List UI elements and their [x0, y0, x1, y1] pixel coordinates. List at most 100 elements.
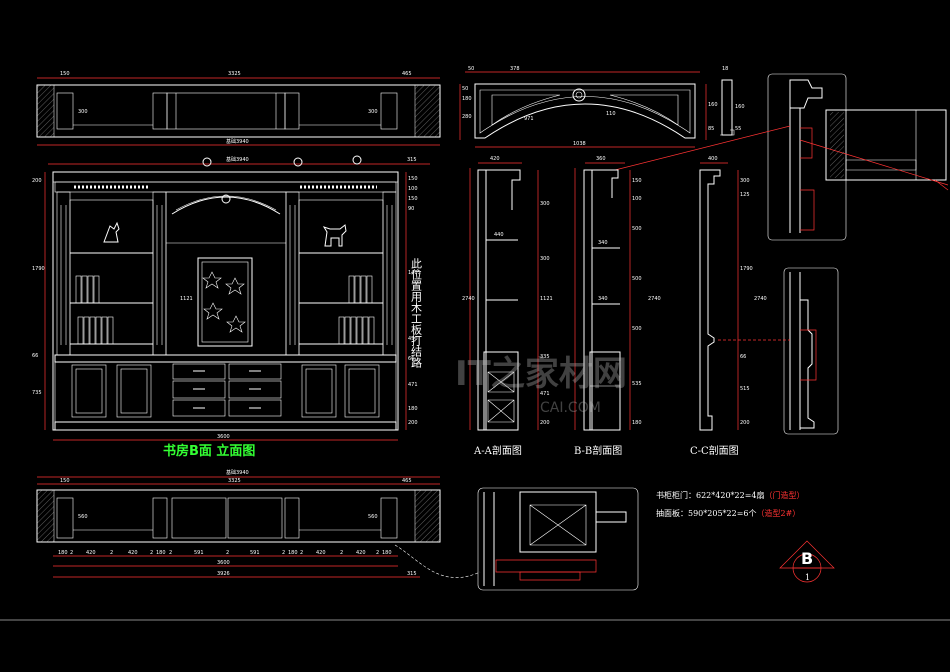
- elevation-vertical-note: 此位置用木工板打结路: [410, 258, 423, 369]
- elevation-base-label: 基础3940: [226, 156, 249, 163]
- drawer-5: [228, 380, 282, 399]
- marker-number: 1: [805, 573, 810, 582]
- section-cc-title: C-C剖面图: [690, 444, 739, 457]
- note-line-2: 抽面板：590*205*22=6个（造型2#）: [656, 508, 800, 518]
- base-section-detail: [477, 487, 639, 591]
- arch-dim-bottom: 1038: [573, 141, 586, 147]
- bottom-plan-dim-3: 465: [402, 478, 412, 484]
- horse-statue-left: [103, 221, 120, 243]
- section-bb-dim-7: 180: [632, 420, 642, 426]
- drawer-4: [228, 363, 282, 380]
- top-plan-side-2: 300: [368, 109, 378, 115]
- bottom-plan-base-label: 基础3940: [226, 469, 249, 476]
- bottom-row-dim-10: 2: [226, 550, 229, 556]
- section-cc-dim-2: 125: [740, 192, 750, 198]
- bottom-row-dim-18: 2: [376, 550, 379, 556]
- elevation-marker: B 1: [779, 540, 835, 583]
- bottom-plan-width-total: 3600: [217, 560, 230, 566]
- top-plan-base-label: 基础3940: [226, 138, 249, 145]
- bottom-row-dim-4: 2: [110, 550, 113, 556]
- door-left-2: [116, 364, 152, 418]
- bottom-row-dim-12: 2: [282, 550, 285, 556]
- cabinet-plinth: [54, 421, 397, 431]
- elevation-left-dim-4: 735: [32, 390, 42, 396]
- elevation-right-dim-5: 1405: [408, 270, 421, 276]
- crown-molding-detail: [767, 73, 949, 241]
- section-aa-dim-3: 300: [540, 256, 550, 262]
- door-right-2: [344, 364, 380, 418]
- corner-dim-bottom: 55: [735, 126, 741, 132]
- section-cc: 400 300 125 1790 66 515 200 2740 C-C剖面图: [690, 156, 767, 457]
- section-aa-dim-4: 1121: [540, 296, 553, 302]
- watermark-sub: CAI.COM: [540, 400, 601, 416]
- bottom-row-dim-3: 420: [86, 550, 96, 556]
- arch-dim-left-2: 180: [462, 96, 472, 102]
- wall-hatch-right: [414, 84, 441, 138]
- elevation-right-dim-4: 90: [408, 206, 414, 212]
- base-molding-detail: [783, 267, 839, 435]
- note-line-1-main: 书柜柜门：622*420*22=4扇: [656, 490, 765, 500]
- bottom-plan-dim-1: 150: [60, 478, 70, 484]
- section-bb-dim-3: 500: [632, 226, 642, 232]
- elevation-left-dim-3: 66: [32, 353, 38, 359]
- elevation-inner-dim: 1121: [180, 296, 193, 302]
- section-cc-dim-3: 1790: [740, 266, 753, 272]
- watermark-main: IT之家材网: [455, 354, 627, 394]
- note-line-2-tag: （造型2#）: [757, 508, 801, 518]
- right-bookshelf: [298, 199, 384, 356]
- elevation-right-dim-3: 150: [408, 196, 418, 202]
- horse-statue-right: [322, 224, 347, 247]
- note-line-1-tag: （门造型）: [765, 490, 805, 500]
- section-bb-top-dim: 360: [596, 156, 606, 162]
- top-plan-side-1: 300: [78, 109, 88, 115]
- section-aa: 420 2740 440 300 300 1121 335 471 200 A-…: [462, 156, 553, 457]
- bottom-row-dim-6: 2: [150, 550, 153, 556]
- elevation-right-dim-7: 66: [408, 356, 414, 362]
- corner-dim-mid: 160: [735, 104, 745, 110]
- main-elevation: 基础3940 315: [32, 155, 430, 459]
- arch-dim-left-1: 50: [462, 86, 468, 92]
- section-aa-dim-1: 440: [494, 232, 504, 238]
- section-aa-dim-5: 335: [540, 354, 550, 360]
- bottom-row-dim-11: 591: [250, 550, 260, 556]
- leader-line-1: [614, 125, 791, 171]
- bottom-plan-view: 基础3940 150 3325 465 560 560 180 2 420 2 …: [36, 469, 481, 578]
- arch-dim-top-2: 378: [510, 66, 520, 72]
- top-plan-dim-3: 465: [402, 71, 412, 77]
- elevation-right-dim-10: 200: [408, 420, 418, 426]
- section-aa-height: 2740: [462, 296, 475, 302]
- arch-dim-right-1: 160: [708, 102, 718, 108]
- bottom-row-dim-5: 420: [128, 550, 138, 556]
- top-plan-dim-2: 3325: [228, 71, 241, 77]
- section-aa-title: A-A剖面图: [473, 444, 522, 457]
- elevation-right-dim-1: 150: [408, 176, 418, 182]
- decorative-panel: [197, 257, 253, 347]
- elevation-left-dim-1: 200: [32, 178, 42, 184]
- section-cc-profile: [699, 169, 721, 431]
- section-bb-shelf-dim-2: 340: [598, 296, 608, 302]
- section-bb-dim-4: 500: [632, 276, 642, 282]
- center-arch-panel: [165, 191, 287, 356]
- bottom-leader: [394, 544, 481, 578]
- section-cc-dim-6: 200: [740, 420, 750, 426]
- arch-medallion: [572, 88, 586, 102]
- drawer-1: [172, 363, 226, 380]
- bottom-row-dim-2: 2: [70, 550, 73, 556]
- corner-detail: 18 160 55: [720, 66, 745, 136]
- section-cc-dim-1: 300: [740, 178, 750, 184]
- marker-letter: B: [801, 549, 813, 568]
- top-plan-dim-1: 150: [60, 71, 70, 77]
- bottom-row-dim-17: 420: [356, 550, 366, 556]
- ornament-mid: [293, 157, 303, 167]
- wall-hatch-left: [36, 84, 55, 138]
- bottom-row-dim-14: 2: [300, 550, 303, 556]
- section-cc-dim-5: 515: [740, 386, 750, 392]
- elevation-right-top-dim: 315: [407, 157, 417, 163]
- section-bb-dim-6: 535: [632, 381, 642, 387]
- bottom-row-dim-9: 591: [194, 550, 204, 556]
- section-aa-top-dim: 420: [490, 156, 500, 162]
- drawer-3: [172, 399, 226, 417]
- arch-dim-top-1: 50: [468, 66, 474, 72]
- section-aa-dim-2: 300: [540, 201, 550, 207]
